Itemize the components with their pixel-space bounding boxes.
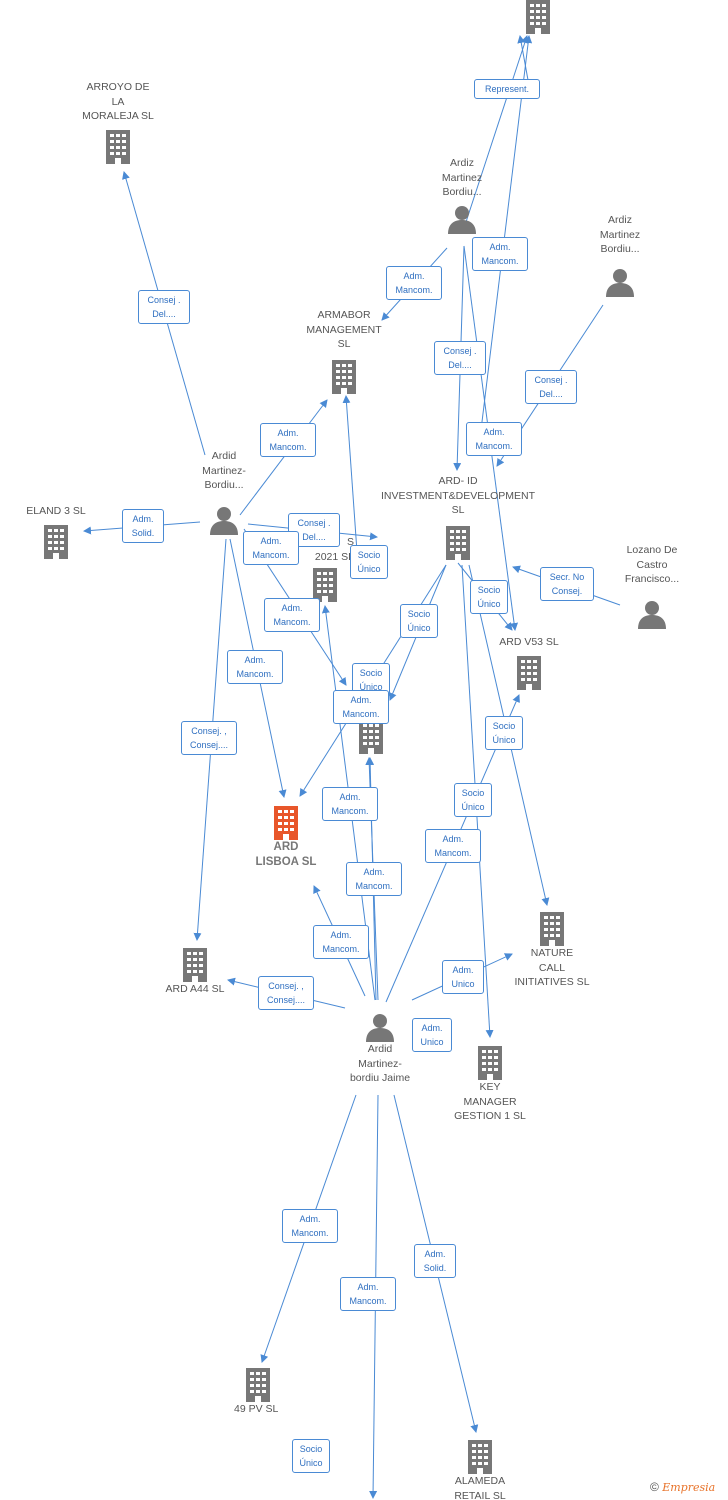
footer-brand: © Empresia	[650, 1480, 715, 1494]
edge-label[interactable]: Socio Único	[454, 783, 492, 817]
building-icon	[351, 720, 391, 754]
edge-label[interactable]: Consej . Del....	[434, 341, 486, 375]
edge-label[interactable]: Adm. Mancom.	[346, 862, 402, 896]
building-icon	[372, 525, 544, 560]
building-icon	[518, 0, 558, 34]
building-icon	[440, 1440, 520, 1474]
node-armabor[interactable]: ARMABOR MANAGEMENT SL	[294, 308, 394, 394]
edge-label[interactable]: Adm. Unico	[442, 960, 484, 994]
building-icon	[440, 1046, 540, 1080]
person-icon	[612, 599, 692, 629]
building-icon	[68, 129, 168, 164]
edge-line	[480, 35, 533, 431]
building-icon	[502, 912, 602, 946]
edge-label[interactable]: Adm. Mancom.	[313, 925, 369, 959]
edge-label[interactable]: Socio Único	[292, 1439, 330, 1473]
node-top-company[interactable]	[518, 0, 558, 34]
node-ard-a44[interactable]: ARD A44 SL	[150, 948, 240, 997]
edge-label[interactable]: Adm. Mancom.	[472, 237, 528, 271]
edge-label[interactable]: Adm. Mancom.	[322, 787, 378, 821]
brand-logo: Empresia	[662, 1481, 716, 1494]
node-alameda[interactable]: ALAMEDA RETAIL SL	[440, 1440, 520, 1500]
edge-label[interactable]: Adm. Unico	[412, 1018, 452, 1052]
edge-line	[239, 399, 328, 516]
node-ard-v53[interactable]: ARD V53 SL	[484, 635, 574, 690]
node-ardid-jaime[interactable]: Ardid Martinez- bordiu Jaime	[330, 1012, 430, 1086]
node-ard-id-investment[interactable]: ARD- ID INVESTMENT&DEVELOPMENT SL	[372, 474, 544, 560]
edge-label[interactable]: Socio Único	[470, 580, 508, 614]
edge-label[interactable]: Consej . Del....	[288, 513, 340, 547]
edge-label[interactable]: Adm. Mancom.	[340, 1277, 396, 1311]
edge-label[interactable]: Adm. Mancom.	[264, 598, 320, 632]
node-label: Ardid Martinez- Bordiu...	[202, 450, 246, 491]
node-label: ALAMEDA RETAIL SL	[454, 1475, 506, 1500]
edge-line	[465, 35, 529, 223]
edge-label[interactable]: Adm. Mancom.	[282, 1209, 338, 1243]
node-label: ARROYO DE LA MORALEJA SL	[82, 81, 154, 122]
person-icon	[330, 1012, 430, 1042]
edge-label[interactable]: Adm. Mancom.	[227, 650, 283, 684]
edge-label[interactable]: Socio Único	[485, 716, 523, 750]
edge-label[interactable]: Adm. Mancom.	[425, 829, 481, 863]
person-icon	[422, 204, 502, 234]
node-label: ARD A44 SL	[165, 983, 225, 995]
edge-label[interactable]: Consej. , Consej....	[181, 721, 237, 755]
edge-label[interactable]: Adm. Mancom.	[466, 422, 522, 456]
node-label: ARD LISBOA SL	[255, 841, 317, 868]
edge-label[interactable]: Adm. Mancom.	[333, 690, 389, 724]
node-49-pv[interactable]: 49 PV SL	[218, 1368, 298, 1417]
node-nature-call[interactable]: NATURE CALL INITIATIVES SL	[502, 912, 602, 990]
edge-label[interactable]: Consej . Del....	[138, 290, 190, 324]
node-label: ARMABOR MANAGEMENT SL	[306, 309, 382, 350]
building-icon	[294, 359, 394, 394]
node-eland[interactable]: ELAND 3 SL	[14, 504, 98, 559]
edge-label[interactable]: Adm. Mancom.	[243, 531, 299, 565]
person-icon	[580, 267, 660, 297]
edge-line	[342, 395, 359, 567]
edge-label[interactable]: Adm. Solid.	[122, 509, 164, 543]
edge-label[interactable]: Consej . Del....	[525, 370, 577, 404]
edge-label[interactable]: Secr. No Consej.	[540, 567, 594, 601]
node-lozano[interactable]: Lozano De Castro Francisco...	[612, 543, 692, 629]
building-icon	[218, 1368, 298, 1402]
edge-label[interactable]: Adm. Mancom.	[386, 266, 442, 300]
node-key-manager[interactable]: KEY MANAGER GESTION 1 SL	[440, 1046, 540, 1124]
node-label: Ardid Martinez- bordiu Jaime	[349, 1043, 411, 1084]
person-icon	[184, 505, 264, 535]
edge-label[interactable]: Adm. Solid.	[414, 1244, 456, 1278]
edge-label[interactable]: Consej. , Consej....	[258, 976, 314, 1010]
copyright-symbol: ©	[650, 1480, 659, 1494]
node-label: 49 PV SL	[234, 1403, 279, 1415]
edge-label[interactable]: Represent.	[474, 79, 540, 99]
building-icon	[290, 568, 360, 602]
node-label: ARD V53 SL	[499, 636, 559, 648]
node-label: ARD- ID INVESTMENT&DEVELOPMENT SL	[380, 475, 536, 516]
node-label: NATURE CALL INITIATIVES SL	[514, 947, 590, 988]
node-arroyo[interactable]: ARROYO DE LA MORALEJA SL	[68, 80, 168, 164]
building-icon	[236, 806, 336, 840]
node-label: Ardiz Martinez Bordiu...	[441, 157, 483, 198]
building-icon	[150, 948, 240, 982]
node-ardiz-1[interactable]: Ardiz Martinez Bordiu...	[422, 156, 502, 234]
node-label: Lozano De Castro Francisco...	[624, 544, 680, 585]
node-label: KEY MANAGER GESTION 1 SL	[454, 1081, 526, 1122]
edge-label[interactable]: Adm. Mancom.	[260, 423, 316, 457]
node-label: ELAND 3 SL	[26, 505, 86, 517]
node-label: Ardiz Martinez Bordiu...	[599, 214, 641, 255]
edge-label[interactable]: Socio Único	[350, 545, 388, 579]
edge-line	[517, 35, 529, 81]
node-middle-company[interactable]	[351, 720, 391, 754]
edge-label[interactable]: Socio Único	[400, 604, 438, 638]
node-ardiz-2[interactable]: Ardiz Martinez Bordiu...	[580, 213, 660, 297]
node-ardid-person[interactable]: Ardid Martinez- Bordiu...	[184, 449, 264, 535]
building-icon	[14, 524, 98, 559]
node-ard-lisboa[interactable]: ARD LISBOA SL	[236, 806, 336, 869]
building-icon	[484, 655, 574, 690]
